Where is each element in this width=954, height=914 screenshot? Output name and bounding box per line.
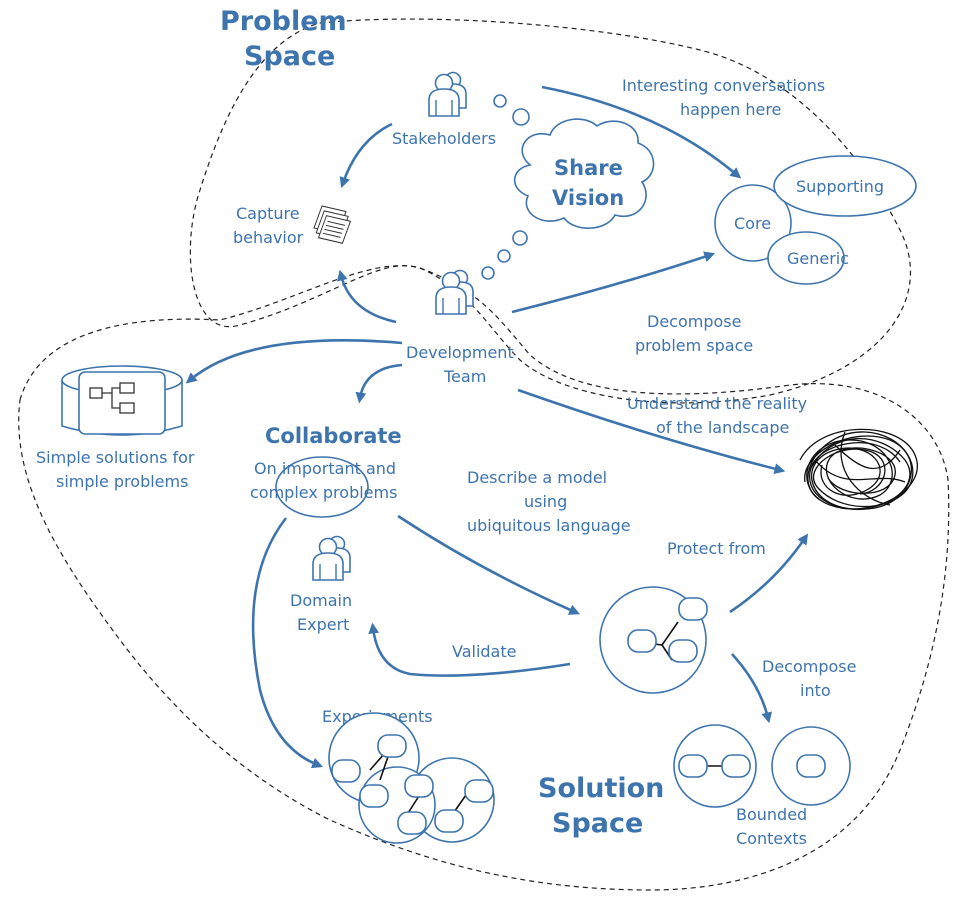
- stakeholders-icon: [428, 71, 467, 117]
- model-node: [397, 811, 427, 835]
- arrow-team-to-capture: [336, 269, 397, 324]
- experiments-models: [328, 712, 495, 844]
- document-stack-icon: [313, 205, 352, 244]
- thought-bubble-dot: [497, 249, 511, 263]
- arrow-stakeholders-to-capture: [339, 122, 393, 189]
- solution-space-title: Solution Space: [538, 773, 674, 839]
- supporting-subdomain: [773, 155, 917, 217]
- generic-subdomain: [767, 231, 845, 285]
- arrow-team-to-landscape: [517, 388, 786, 474]
- thought-bubble-dot: [512, 108, 530, 126]
- understand-reality-label: Understand the reality of the landscape: [627, 394, 812, 437]
- database-icon: [61, 365, 183, 436]
- arrow-model-decompose: [731, 653, 773, 724]
- model-node: [627, 629, 657, 653]
- arrow-team-to-database: [185, 339, 403, 384]
- model-node: [464, 779, 494, 803]
- arrow-collaborate-to-model: [397, 514, 580, 615]
- problem-space-title: Problem Space: [220, 6, 356, 72]
- arrow-stakeholders-to-core: [541, 85, 742, 179]
- model-node: [434, 809, 464, 833]
- model-node: [678, 597, 708, 621]
- domain-expert-icon: [312, 535, 351, 581]
- supporting-label: Supporting: [796, 177, 884, 196]
- model-node: [796, 754, 826, 778]
- core-subdomain: [714, 184, 792, 262]
- model-node: [331, 759, 361, 783]
- collaborate-title: Collaborate: [265, 424, 402, 448]
- development-team-label: Development Team: [406, 343, 519, 386]
- model-node: [404, 774, 434, 798]
- domain-expert-label: Domain Expert: [290, 591, 357, 634]
- model-node: [721, 754, 751, 778]
- capture-behavior-label: Capture behavior: [233, 204, 305, 247]
- simple-solutions-label: Simple solutions for simple problems: [36, 448, 200, 491]
- thought-bubble-dot: [512, 230, 528, 246]
- problem-space-boundary: [189, 18, 911, 404]
- decompose-into-label: Decompose into: [762, 657, 862, 700]
- decompose-problem-space-label: Decompose problem space: [635, 312, 753, 355]
- describe-model-label: Describe a model using ubiquitous langua…: [467, 468, 631, 535]
- solution-space-boundary: [18, 265, 950, 891]
- scribble-icon: [799, 428, 918, 510]
- arrow-collaborate-to-experiments: [251, 517, 324, 769]
- arrow-model-to-expert: [368, 622, 571, 677]
- generic-label: Generic: [787, 249, 849, 268]
- arrow-team-to-core: [511, 251, 716, 314]
- protect-from-label: Protect from: [667, 539, 766, 558]
- arrow-model-protect: [729, 533, 809, 614]
- collaborate-sub: On important and complex problems: [250, 459, 401, 502]
- share-vision-label: Share Vision: [552, 156, 630, 210]
- interesting-conversations-label: Interesting conversations happen here: [622, 76, 830, 119]
- arrow-team-to-collaborate: [355, 363, 403, 404]
- collaborate-shape: [275, 456, 369, 518]
- bounded-contexts-label: Bounded Contexts: [736, 805, 812, 848]
- model-node: [359, 784, 389, 808]
- development-team-icon: [435, 269, 474, 315]
- core-label: Core: [734, 214, 771, 233]
- thought-bubble-dot: [481, 266, 495, 280]
- model-node: [678, 754, 708, 778]
- model-node: [668, 639, 698, 663]
- thought-bubble-dot: [493, 94, 507, 108]
- validate-label: Validate: [452, 642, 516, 661]
- stakeholders-label: Stakeholders: [392, 129, 496, 148]
- thought-cloud-icon: [513, 118, 655, 229]
- model-node: [377, 734, 407, 758]
